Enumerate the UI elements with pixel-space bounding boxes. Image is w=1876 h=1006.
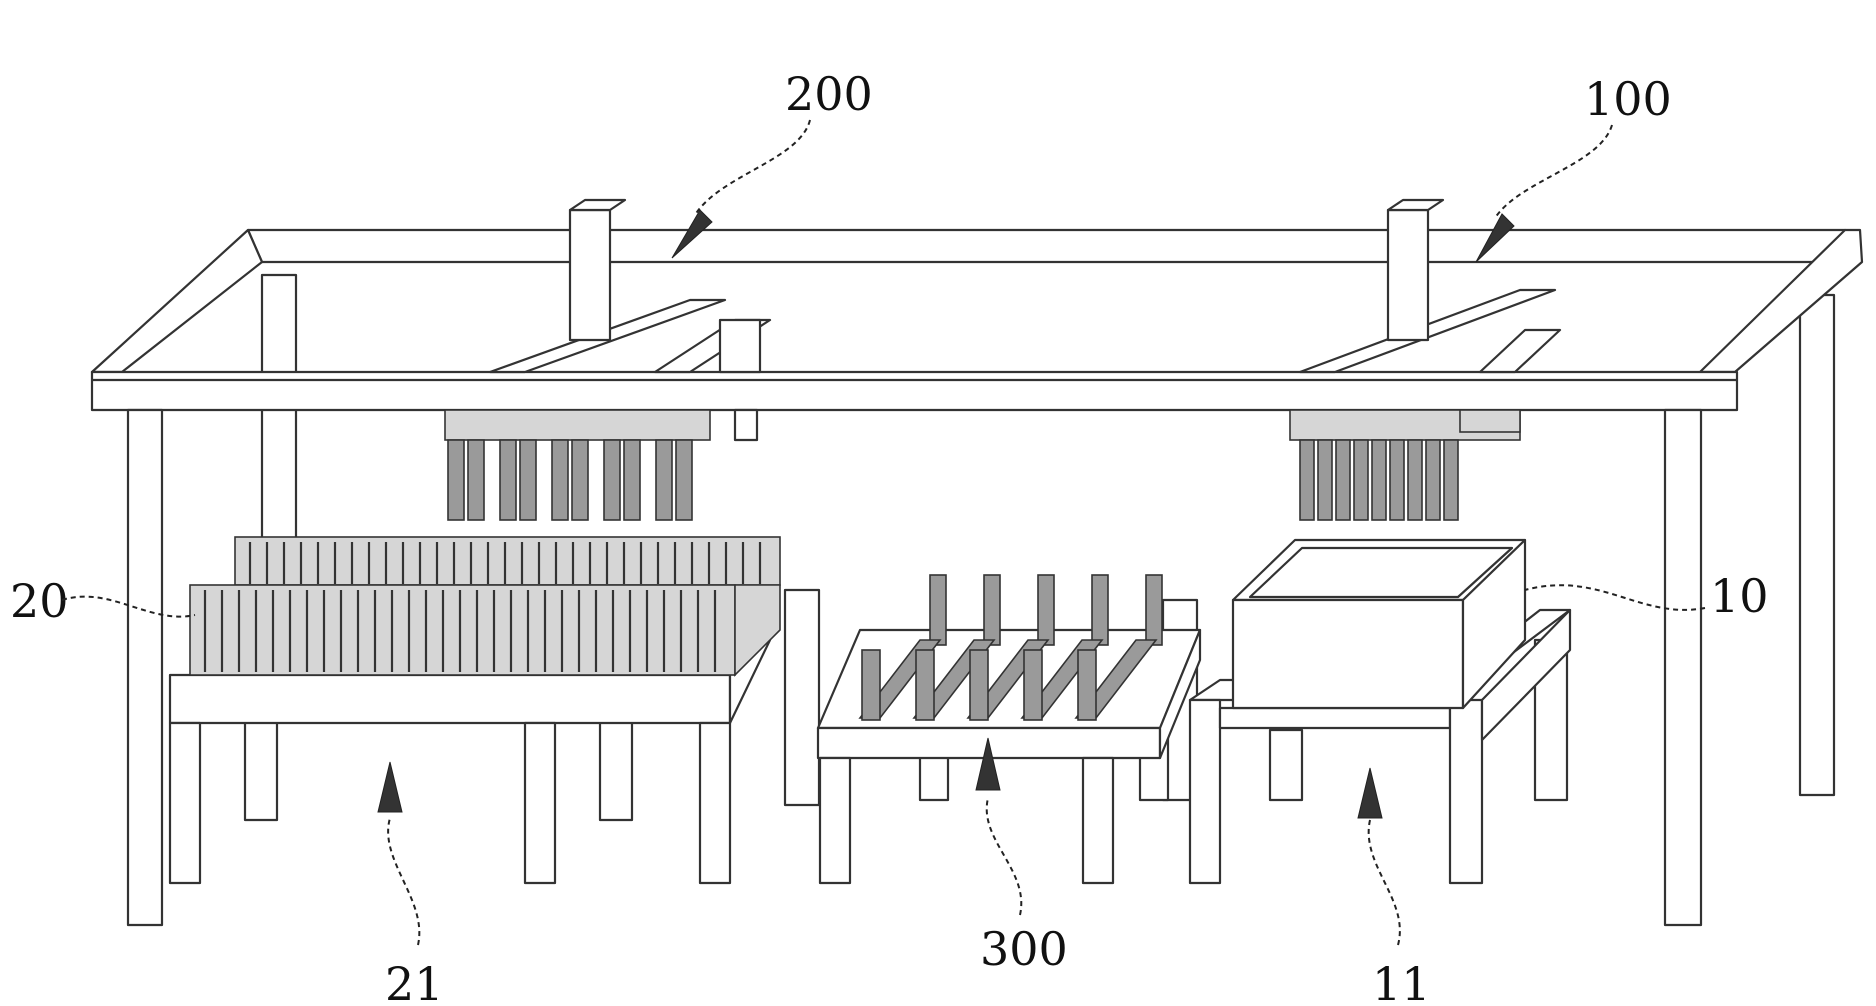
box-10 [1233, 540, 1525, 708]
ref-label-300: 300 [980, 922, 1068, 976]
gripper-head-100 [1290, 410, 1520, 520]
ref-label-11: 11 [1372, 957, 1431, 1006]
carriage-100 [1300, 200, 1560, 372]
gripper-head-200 [445, 410, 710, 520]
ref-label-200: 200 [785, 67, 873, 121]
gantry-front-left-leg [128, 410, 162, 925]
ref-20-callout: 20 [10, 574, 195, 628]
ref-300-callout: 300 [976, 738, 1068, 976]
ref-11-callout: 11 [1358, 768, 1431, 1006]
ref-21-callout: 21 [378, 762, 444, 1006]
workpiece-stack-20 [190, 537, 780, 675]
gantry-front-right-leg [1665, 410, 1701, 925]
ref-label-100: 100 [1584, 72, 1672, 126]
ref-label-21: 21 [385, 957, 444, 1006]
ref-label-20: 20 [10, 574, 69, 628]
ref-label-10: 10 [1710, 569, 1769, 623]
gantry-top-frame [92, 230, 1862, 410]
